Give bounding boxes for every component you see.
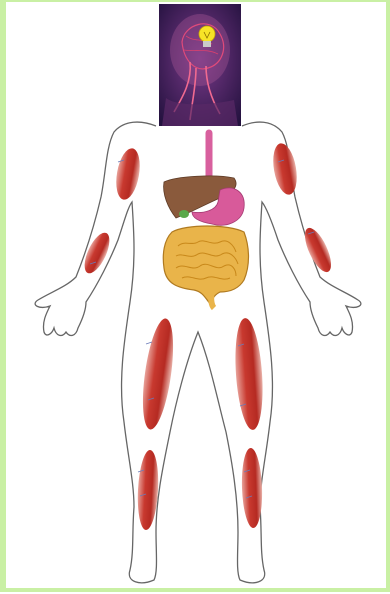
muscle-upper-arm-right [270, 141, 301, 196]
gallbladder [179, 210, 189, 218]
muscle-thigh-right [232, 317, 266, 431]
muscle-forearm-right [300, 224, 337, 275]
muscle-upper-arm-left [113, 146, 144, 201]
tendon-marks [90, 160, 314, 498]
muscle-thigh-left [137, 317, 178, 432]
body-diagram [6, 2, 390, 594]
brain-image [159, 4, 241, 126]
large-intestine [163, 226, 248, 306]
rectum [211, 292, 214, 308]
muscle-calf-right [241, 448, 264, 529]
